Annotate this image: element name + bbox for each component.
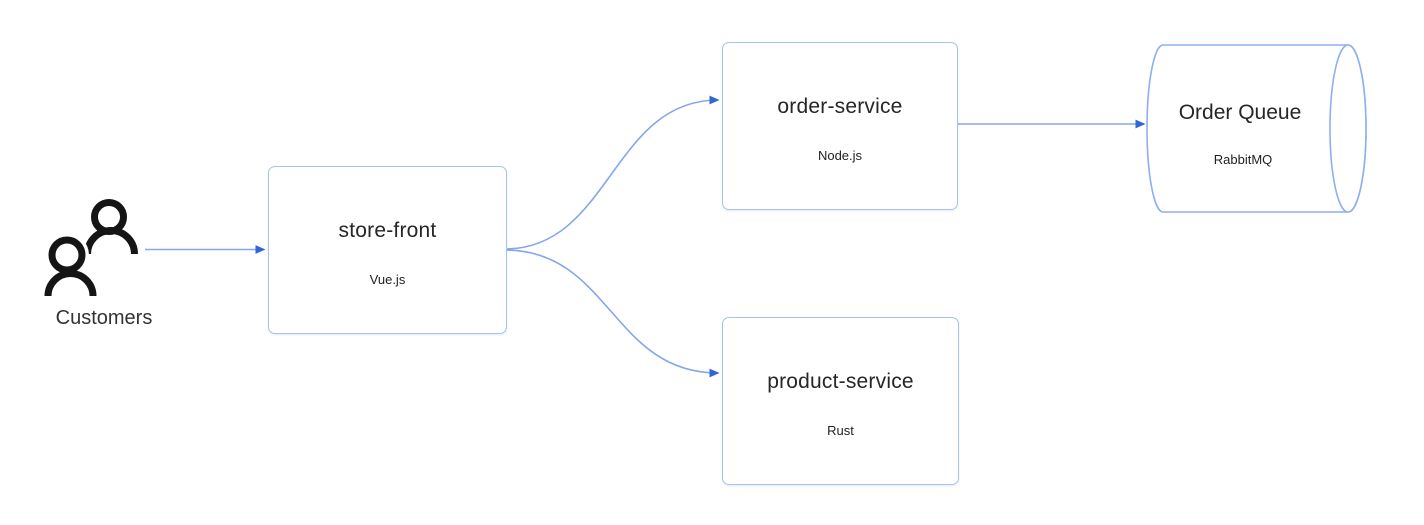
customers-label: Customers bbox=[55, 307, 153, 329]
edge-storefront-to-productservice bbox=[504, 249, 720, 378]
node-product-service-title: product-service bbox=[767, 370, 914, 393]
node-store-front[interactable]: store-front Vue.js bbox=[268, 166, 507, 334]
node-order-queue-subtitle: RabbitMQ bbox=[1213, 152, 1273, 167]
edge-storefront-to-orderservice bbox=[504, 95, 720, 250]
node-product-service-subtitle: Rust bbox=[827, 423, 854, 438]
order-queue-cylinder-shape bbox=[1146, 44, 1367, 213]
node-order-service[interactable]: order-service Node.js bbox=[722, 42, 958, 210]
node-order-service-subtitle: Node.js bbox=[817, 148, 863, 163]
node-order-service-title: order-service bbox=[777, 95, 903, 118]
node-store-front-title: store-front bbox=[338, 219, 437, 242]
node-product-service[interactable]: product-service Rust bbox=[722, 317, 959, 485]
node-store-front-subtitle: Vue.js bbox=[369, 272, 406, 287]
people-icon bbox=[41, 199, 138, 297]
node-order-queue-title: Order Queue bbox=[1178, 101, 1302, 124]
